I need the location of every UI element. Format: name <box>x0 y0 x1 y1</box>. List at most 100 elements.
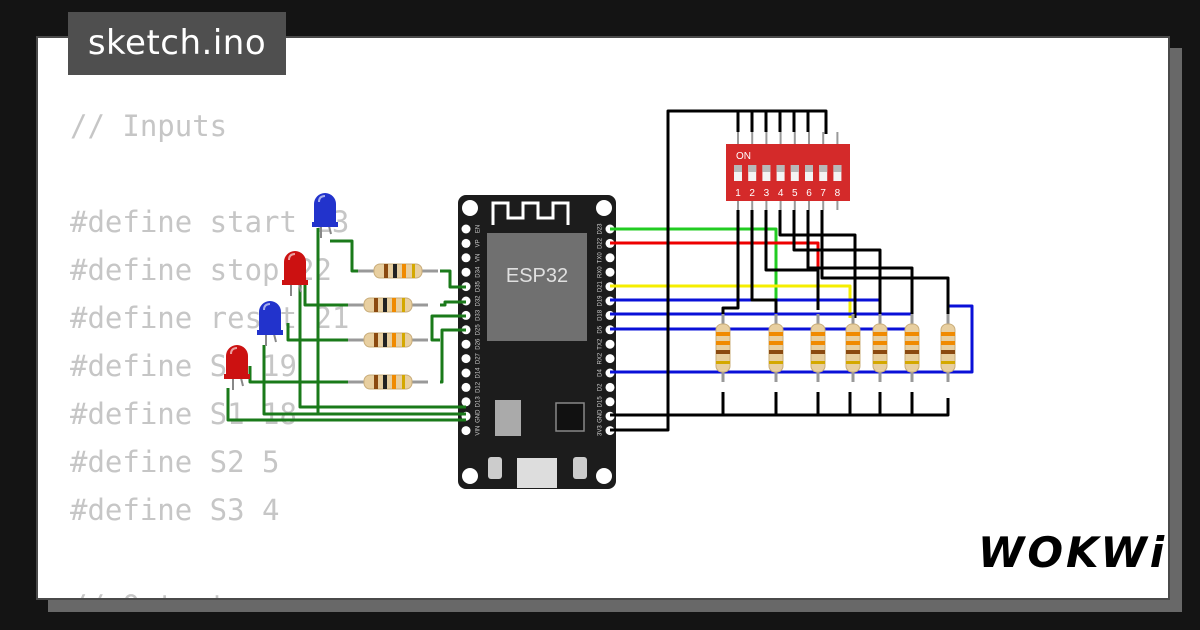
dip-toggle[interactable] <box>762 165 771 181</box>
wire <box>610 312 914 322</box>
pin-label: TX2 <box>598 338 604 350</box>
pin-vn[interactable] <box>461 253 471 263</box>
pin-d14[interactable] <box>461 368 471 378</box>
dip-number: 1 <box>735 188 741 199</box>
pin-label: VN <box>476 254 482 262</box>
leds <box>224 193 338 390</box>
wire <box>262 345 466 416</box>
pin-d26[interactable] <box>461 339 471 349</box>
wire <box>610 284 852 318</box>
pin-vp[interactable] <box>461 238 471 248</box>
resistor[interactable] <box>346 373 430 391</box>
wire <box>286 323 368 342</box>
pin-label: D26 <box>476 338 482 350</box>
wires <box>226 109 974 432</box>
pin-tx0[interactable] <box>605 253 615 263</box>
pin-label: D19 <box>598 295 604 307</box>
code-line: #define reset 21 <box>70 301 350 335</box>
pin-label: D4 <box>598 369 604 377</box>
pin-label: D32 <box>476 295 482 307</box>
pin-en[interactable] <box>461 224 471 234</box>
pin-d15[interactable] <box>605 397 615 407</box>
dip-toggle[interactable] <box>776 165 785 181</box>
led-red[interactable] <box>282 251 308 296</box>
pin-rx0[interactable] <box>605 267 615 277</box>
pin-label: GND <box>598 409 604 423</box>
wire <box>610 398 950 417</box>
wire <box>610 322 914 331</box>
pin-label: RX0 <box>598 266 604 278</box>
dip-toggle[interactable] <box>734 165 742 181</box>
led-red[interactable] <box>224 345 250 390</box>
pin-rx2[interactable] <box>605 354 615 364</box>
pin-label: VIN <box>476 426 482 436</box>
wire <box>806 210 914 322</box>
pin-label: D14 <box>476 367 482 379</box>
dip-toggle[interactable] <box>833 165 842 181</box>
pin-d27[interactable] <box>461 354 471 364</box>
resistor[interactable] <box>346 296 430 314</box>
pin-label: D23 <box>598 223 604 235</box>
pin-label: D12 <box>476 381 482 393</box>
dip-toggle[interactable] <box>805 165 813 181</box>
dip-number: 5 <box>792 188 798 199</box>
pin-label: D18 <box>598 309 604 321</box>
code-line: #define S2 5 <box>70 445 280 479</box>
pin-d34[interactable] <box>461 267 471 277</box>
pin-label: RX2 <box>598 352 604 364</box>
esp32-board[interactable]: ESP32 ENVPVND34D35D32D33D25D26D27D14D12D… <box>458 195 616 489</box>
wire <box>750 210 778 313</box>
pin-label: VP <box>476 239 482 247</box>
wokwi-logo: WOKWi <box>978 528 1168 577</box>
wire <box>226 388 466 422</box>
pin-label: D5 <box>598 325 604 333</box>
wire <box>792 210 882 322</box>
pin-label: D21 <box>598 280 604 292</box>
code-line: #define start 23 <box>70 205 350 239</box>
resistor[interactable] <box>346 331 430 349</box>
dip-number: 2 <box>749 188 755 199</box>
pin-label: 3V3 <box>598 425 604 436</box>
pin-label: D15 <box>598 396 604 408</box>
file-title-tab[interactable]: sketch.ino <box>68 12 286 75</box>
wire <box>721 210 740 316</box>
pin-label: D27 <box>476 352 482 364</box>
wire <box>430 314 466 342</box>
resistors <box>346 262 957 391</box>
dip-number: 6 <box>806 188 812 199</box>
dip-toggle[interactable] <box>748 165 757 181</box>
pin-label: GND <box>476 409 482 423</box>
pin-label: D34 <box>476 266 482 278</box>
wire <box>298 285 466 409</box>
wire <box>440 300 466 307</box>
pin-label: EN <box>476 225 482 233</box>
dip-on-label: ON <box>736 151 751 162</box>
dip-toggle[interactable] <box>790 165 799 181</box>
resistor[interactable] <box>356 262 440 280</box>
pin-d2[interactable] <box>605 382 615 392</box>
wire <box>440 269 466 289</box>
board-label: ESP32 <box>506 265 568 287</box>
code-line: #define S3 4 <box>70 493 280 527</box>
code-editor[interactable]: // Inputs#define start 23#define stop 22… <box>70 102 350 598</box>
pin-label: D33 <box>476 309 482 321</box>
pin-label: D2 <box>598 383 604 391</box>
dip-number: 3 <box>764 188 770 199</box>
pin-d13[interactable] <box>461 397 471 407</box>
pin-tx2[interactable] <box>605 339 615 349</box>
pin-vin[interactable] <box>461 426 471 436</box>
dip-number: 7 <box>820 188 826 199</box>
pin-label: TX0 <box>598 252 604 264</box>
dip-toggle[interactable] <box>819 165 828 181</box>
wire <box>440 328 466 384</box>
pin-label: D13 <box>476 396 482 408</box>
led-blue[interactable] <box>312 193 338 238</box>
dip-number: 4 <box>778 188 784 199</box>
code-line: // Outputs <box>70 582 349 598</box>
pin-d12[interactable] <box>461 382 471 392</box>
wire <box>303 285 368 307</box>
led-blue[interactable] <box>257 301 283 346</box>
wire <box>764 210 820 310</box>
